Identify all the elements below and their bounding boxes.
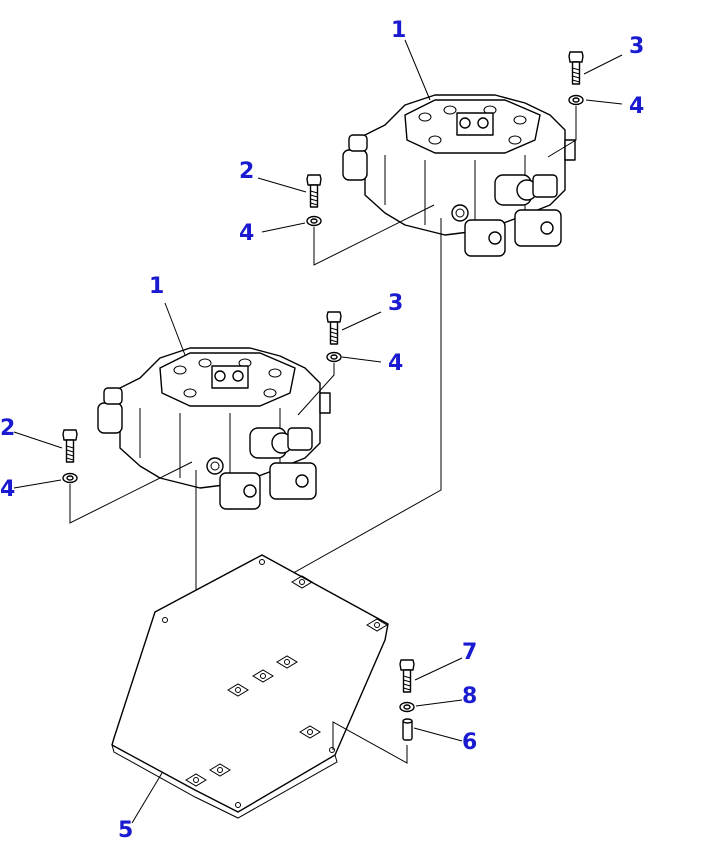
assembly-line-middle-right	[297, 363, 335, 416]
callout-1-top: 1	[391, 18, 406, 43]
control-valve-middle	[97, 347, 331, 510]
callout-4-top-right: 4	[629, 94, 644, 119]
washer-4-top-right	[568, 94, 584, 106]
bolt-3-top	[568, 51, 584, 85]
callout-8: 8	[462, 684, 477, 709]
dowel-pin-6	[402, 718, 413, 741]
assembly-line-pin	[332, 721, 408, 764]
callout-3-top: 3	[629, 34, 644, 59]
callout-3-middle: 3	[388, 291, 403, 316]
washer-4-top-left	[306, 215, 322, 227]
assembly-line-top-left	[313, 204, 435, 266]
callout-5: 5	[118, 818, 133, 843]
callout-labels: 1 3 4 2 4 1 3 4 2 4 7 8 6 5	[0, 18, 644, 843]
callout-4-middle-left: 4	[0, 477, 15, 502]
callout-7: 7	[462, 640, 477, 665]
base-plate	[111, 554, 389, 819]
washer-8	[399, 701, 415, 713]
bolt-7	[399, 659, 415, 693]
washer-4-middle-left	[62, 472, 78, 484]
washer-4-middle-right	[326, 351, 342, 363]
callout-1-middle: 1	[149, 274, 164, 299]
assembly-line-top-right	[547, 106, 577, 158]
callout-4-middle-right: 4	[388, 351, 403, 376]
callout-6: 6	[462, 730, 477, 755]
callout-4-top-left: 4	[239, 221, 254, 246]
leader-lines	[13, 39, 623, 824]
control-valve-top	[342, 94, 576, 257]
callout-2-middle: 2	[0, 416, 15, 441]
assembly-line-middle-left	[69, 461, 193, 524]
bolt-2-middle	[62, 429, 78, 463]
bolt-2-top	[306, 174, 322, 208]
bolt-3-middle	[326, 311, 342, 345]
callout-2-top: 2	[239, 159, 254, 184]
